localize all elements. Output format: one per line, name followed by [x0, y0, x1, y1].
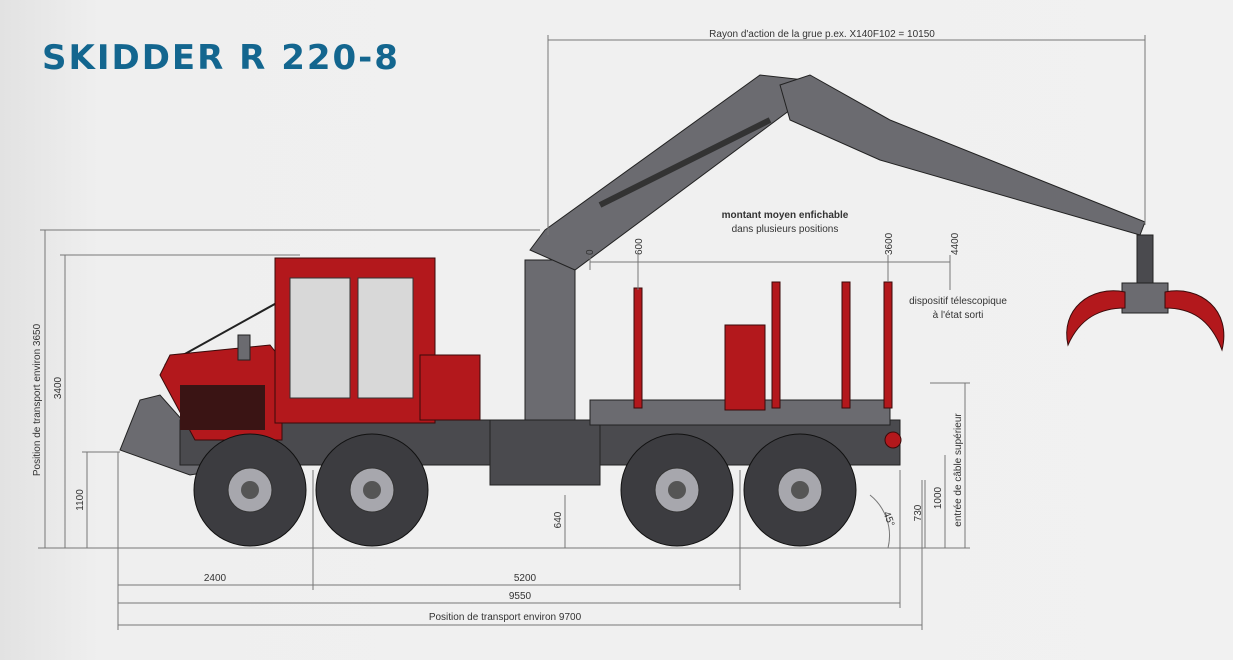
angle-label: 45°: [881, 510, 897, 528]
stake-3600: [883, 281, 893, 409]
transport-length-label: Position de transport environ 9700: [429, 612, 582, 623]
height-1000-label: 1000: [933, 486, 944, 509]
stake-600-label: 600: [634, 238, 645, 255]
stake-middle-a: [771, 281, 781, 409]
rotator: [1136, 234, 1154, 286]
crane-reach-label: Rayon d'action de la grue p.ex. X140F102…: [709, 29, 935, 40]
cable-entry-label: entrée de câble supérieur: [953, 413, 964, 527]
stake-middle-b: [841, 281, 851, 409]
ground-clearance-label: 640: [553, 511, 564, 528]
stake-0-label: 0: [585, 249, 596, 255]
telescopic-note-line1: dispositif télescopique: [909, 296, 1007, 307]
wheel-rear-1: [620, 433, 734, 547]
middle-stake-note-line1: montant moyen enfichable: [722, 210, 849, 221]
fuel-tank: [419, 354, 481, 421]
length-2400-label: 2400: [204, 573, 227, 584]
height-730-label: 730: [913, 504, 924, 521]
page-title: SKIDDER R 220-8: [42, 38, 400, 78]
middle-stake-note-line2: dans plusieurs positions: [732, 224, 839, 235]
cab-window-right: [357, 277, 414, 399]
grapple-body: [1121, 282, 1169, 314]
crane-cylinder: [598, 117, 772, 208]
grapple-jaw-left: [1066, 290, 1126, 347]
grapple-jaw-right: [1164, 290, 1225, 352]
stake-4400-label: 4400: [950, 232, 961, 255]
radiator-grille: [180, 385, 265, 430]
length-9550-label: 9550: [509, 591, 532, 602]
wheel-rear-2: [743, 433, 857, 547]
transport-height-label: Position de transport environ 3650: [32, 323, 43, 476]
length-5200-label: 5200: [514, 573, 537, 584]
cab-window-left: [289, 277, 351, 399]
crane-column: [524, 259, 576, 421]
crane-base: [489, 419, 601, 486]
wheel-front-1: [193, 433, 307, 547]
crane-outer-boom: [779, 74, 1146, 236]
telescopic-note-line2: à l'état sorti: [933, 310, 984, 321]
height-3400-label: 3400: [53, 376, 64, 399]
bunk-block: [724, 324, 766, 411]
skidder-machine: [119, 74, 1225, 547]
cable-roller: [884, 431, 902, 449]
stake-3600-label: 3600: [884, 232, 895, 255]
wheel-front-2: [315, 433, 429, 547]
stake-600: [633, 287, 643, 409]
height-1100-label: 1100: [75, 489, 86, 511]
exhaust: [237, 334, 251, 361]
dimension-lines: [38, 35, 1146, 630]
